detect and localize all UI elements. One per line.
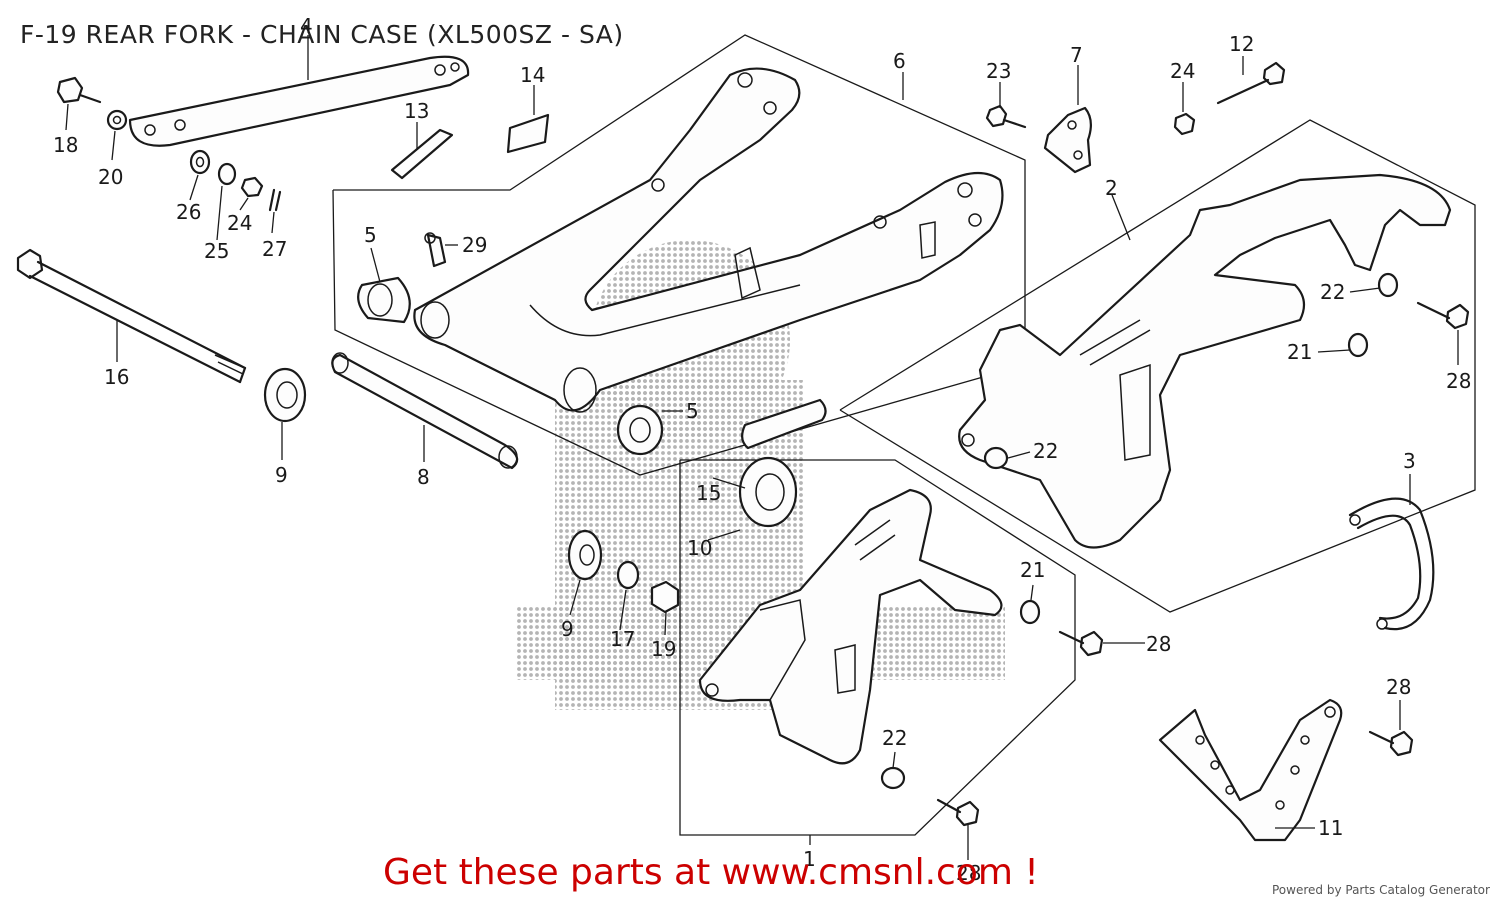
part-27-cotter-pin <box>268 188 282 212</box>
part-22-collar-c <box>880 766 906 790</box>
callout-numbers: 4 6 7 23 24 12 14 13 2 18 20 26 25 24 27… <box>53 14 1471 885</box>
callout-13: 15 <box>696 481 721 505</box>
callout-22-c: 22 <box>882 726 907 750</box>
assembly-outline-lower-case <box>679 459 1076 836</box>
callout-4: 4 <box>300 14 313 38</box>
part-14-guard <box>506 113 550 154</box>
callout-6: 6 <box>893 49 906 73</box>
part-22-collar-b <box>983 446 1009 470</box>
callout-5-upper: 5 <box>364 223 377 247</box>
callout-16: 16 <box>104 365 129 389</box>
callout-2: 2 <box>1105 176 1118 200</box>
part-21-collar-a <box>1347 332 1369 358</box>
callout-22-a: 22 <box>1320 280 1345 304</box>
part-16-pivot-bolt <box>16 248 247 384</box>
powered-by-text: Powered by Parts Catalog Generator <box>1272 883 1490 897</box>
assembly-outline-rear-fork <box>332 34 1026 476</box>
callout-28-c: 28 <box>956 861 981 885</box>
part-17-washer <box>616 560 640 590</box>
assembly-outline-chain-case <box>839 119 1476 613</box>
part-11-bracket <box>1158 698 1343 842</box>
part-20-washer <box>106 109 128 131</box>
callout-28-d: 28 <box>1386 675 1411 699</box>
callout-3: 3 <box>1403 449 1416 473</box>
callout-17: 17 <box>610 627 635 651</box>
part-10-spacer <box>741 398 827 450</box>
part-21-collar-b <box>1019 599 1041 625</box>
callout-14: 14 <box>520 63 545 87</box>
part-26-washer <box>189 149 211 175</box>
part-28-bolt-c <box>936 798 980 827</box>
callout-21-b: 21 <box>1020 558 1045 582</box>
callout-7: 7 <box>1070 43 1083 67</box>
callout-12: 13 <box>404 99 429 123</box>
part-25-washer <box>217 162 237 186</box>
callout-9-upper: 9 <box>275 463 288 487</box>
part-22-collar-a <box>1377 272 1399 298</box>
part-29-grease-fitting <box>424 232 447 268</box>
callout-15: 12 <box>1229 32 1254 56</box>
callout-24-upper: 24 <box>1170 59 1195 83</box>
part-18-bolt <box>56 76 102 104</box>
part-9-bearing-lower <box>567 529 603 581</box>
part-1-lower-chain-case <box>698 488 1003 765</box>
callout-29: 29 <box>462 233 487 257</box>
part-6-swing-arm <box>413 67 1004 413</box>
callout-22-b: 22 <box>1033 439 1058 463</box>
callout-24: 24 <box>227 211 252 235</box>
part-13-chain-roller <box>738 456 798 528</box>
callout-21-a: 21 <box>1287 340 1312 364</box>
callout-27: 27 <box>262 237 287 261</box>
part-9-bearing <box>263 367 307 423</box>
callout-23: 23 <box>986 59 1011 83</box>
part-23-bolt <box>985 104 1027 129</box>
callout-28-b: 28 <box>1146 632 1171 656</box>
callout-19: 19 <box>651 637 676 661</box>
part-3-drive-chain <box>1348 497 1435 631</box>
callout-25: 25 <box>204 239 229 263</box>
part-12-chain-slider <box>390 128 454 180</box>
part-19-nut <box>650 580 680 614</box>
callout-18: 18 <box>53 133 78 157</box>
page-title: F-19 REAR FORK - CHAIN CASE (XL500SZ - S… <box>20 20 624 49</box>
part-24-nut <box>240 176 264 198</box>
callout-5-lower: 5 <box>686 399 699 423</box>
callout-9-lower: 9 <box>561 617 574 641</box>
part-2-chain-case <box>958 173 1452 549</box>
leader-lines <box>65 35 1459 860</box>
callout-1: 1 <box>803 847 816 871</box>
part-28-bolt-b <box>1058 630 1104 657</box>
part-28-bolt-d <box>1368 730 1414 757</box>
part-8-pivot-collar <box>331 352 519 470</box>
callout-26: 26 <box>176 200 201 224</box>
part-7-bracket <box>1043 106 1092 174</box>
callout-10: 10 <box>687 536 712 560</box>
part-4-torque-link <box>128 55 470 147</box>
callout-28-a: 28 <box>1446 369 1471 393</box>
cta-link-text[interactable]: Get these parts at www.cmsnl.com ! <box>383 852 1039 893</box>
part-15-bolt <box>1216 61 1286 105</box>
part-28-bolt-a <box>1416 301 1470 330</box>
callout-11: 11 <box>1318 816 1343 840</box>
callout-8: 8 <box>417 465 430 489</box>
callout-20: 20 <box>98 165 123 189</box>
part-5-bushing-upper <box>357 276 411 324</box>
part-24-nut-upper <box>1173 112 1196 136</box>
part-5-bushing-lower <box>616 404 664 456</box>
